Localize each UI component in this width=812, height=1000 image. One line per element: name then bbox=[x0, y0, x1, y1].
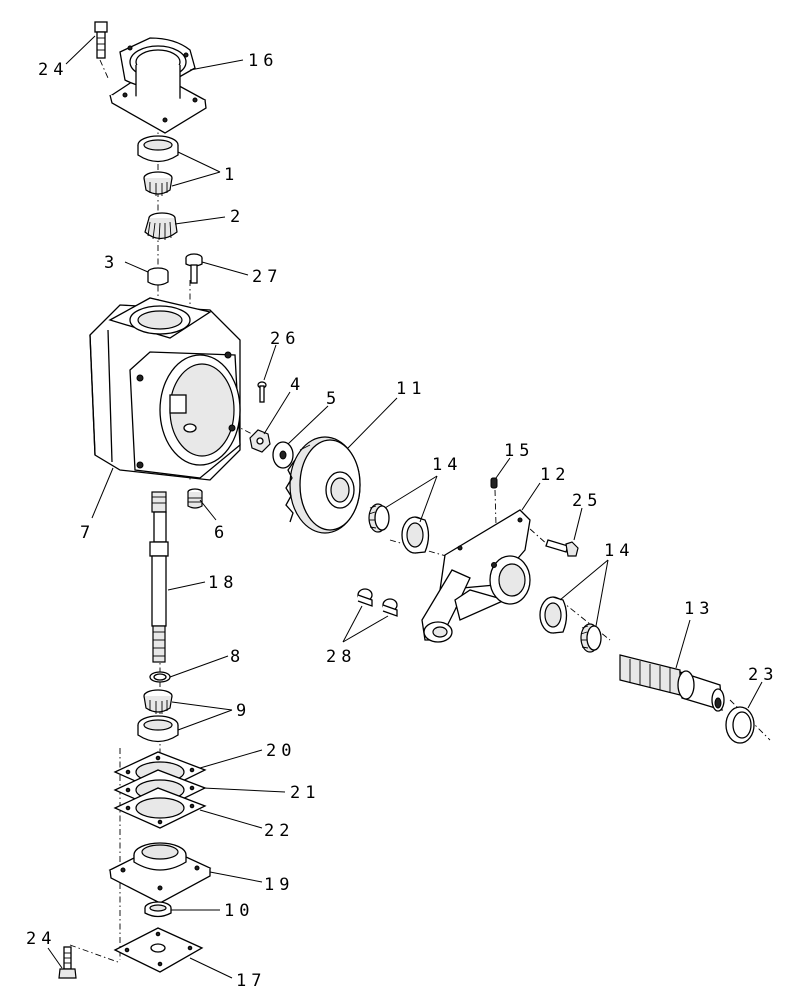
bolt-24-top bbox=[94, 21, 108, 59]
part-8-snap-ring bbox=[149, 671, 171, 683]
part-7-gearbox-housing bbox=[89, 297, 241, 481]
part-3-bushing bbox=[147, 267, 169, 286]
center-lines bbox=[69, 59, 771, 963]
callout-5: 5 bbox=[326, 389, 341, 409]
bolt-24-bottom bbox=[58, 946, 77, 979]
callout-27: 27 bbox=[252, 267, 282, 287]
part-18-vertical-shaft bbox=[149, 491, 169, 663]
callout-14-left: 14 bbox=[432, 455, 462, 475]
callout-15: 15 bbox=[504, 441, 534, 461]
callout-24-top: 24 bbox=[38, 60, 68, 80]
part-19-lower-flange bbox=[108, 842, 212, 904]
part-28-bushings bbox=[357, 588, 398, 617]
callout-12: 12 bbox=[540, 465, 570, 485]
part-10-seal bbox=[144, 901, 172, 918]
part-14-bearing-right bbox=[539, 596, 602, 653]
callout-11: 11 bbox=[396, 379, 426, 399]
part-23-seal bbox=[725, 706, 755, 744]
part-2-pinion-gear bbox=[144, 212, 178, 241]
callout-2: 2 bbox=[230, 207, 245, 227]
part-15-set-screw bbox=[490, 477, 498, 489]
callout-18: 18 bbox=[208, 573, 238, 593]
part-25-bolt bbox=[545, 539, 579, 557]
callout-4: 4 bbox=[290, 375, 305, 395]
leader-lines bbox=[47, 35, 763, 979]
callout-16: 16 bbox=[248, 51, 278, 71]
part-9-bearing bbox=[137, 689, 179, 743]
callout-7: 7 bbox=[80, 523, 95, 543]
callout-labels: 24 16 1 2 3 27 26 4 5 11 15 14 12 7 6 25… bbox=[26, 51, 778, 991]
part-6-plug bbox=[187, 488, 203, 509]
callout-20: 20 bbox=[266, 741, 296, 761]
part-16-upper-flange bbox=[109, 37, 207, 134]
part-14-bearing-left bbox=[368, 503, 430, 554]
callout-21: 21 bbox=[290, 783, 320, 803]
part-17-cover-plate bbox=[113, 927, 204, 973]
part-4-nut bbox=[249, 429, 271, 453]
part-12-bearing-housing bbox=[421, 509, 531, 643]
callout-22: 22 bbox=[264, 821, 294, 841]
part-5-washer bbox=[272, 441, 294, 469]
callout-26: 26 bbox=[270, 329, 300, 349]
callout-1: 1 bbox=[224, 165, 239, 185]
part-27-pin bbox=[185, 253, 203, 284]
callout-19: 19 bbox=[264, 875, 294, 895]
part-1-bearing bbox=[137, 135, 179, 196]
callout-17: 17 bbox=[236, 971, 266, 991]
callout-10: 10 bbox=[224, 901, 254, 921]
part-26-screw bbox=[257, 381, 267, 403]
callout-24-bottom: 24 bbox=[26, 929, 56, 949]
part-11-bevel-gear bbox=[285, 436, 361, 534]
callout-23: 23 bbox=[748, 665, 778, 685]
callout-28: 28 bbox=[326, 647, 356, 667]
callout-9: 9 bbox=[236, 701, 251, 721]
callout-3: 3 bbox=[104, 253, 119, 273]
callout-8: 8 bbox=[230, 647, 245, 667]
callout-13: 13 bbox=[684, 599, 714, 619]
part-13-output-shaft bbox=[619, 654, 725, 712]
part-22-gasket bbox=[113, 787, 207, 829]
callout-14-right: 14 bbox=[604, 541, 634, 561]
callout-6: 6 bbox=[214, 523, 229, 543]
callout-25: 25 bbox=[572, 491, 602, 511]
